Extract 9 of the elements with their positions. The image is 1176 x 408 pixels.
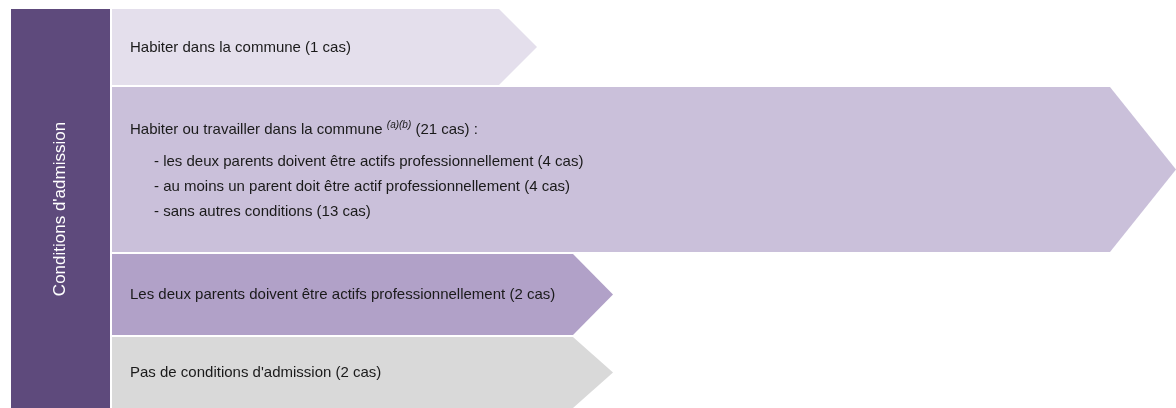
condition-text: Habiter dans la commune (1 cas) bbox=[130, 37, 352, 57]
condition-text: Les deux parents doivent être actifs professionnellement (2 cas) bbox=[130, 285, 557, 304]
condition-text: Habiter ou travailler dans la commune $^{(a)(b)}$ (21 cas) : bbox=[130, 118, 479, 139]
side-header-bar bbox=[11, 9, 110, 408]
condition-text: Pas de conditions d'admission (2 cas) bbox=[130, 363, 383, 382]
condition-text: - les deux parents doivent être actifs professionnellement (4 cas) bbox=[154, 152, 585, 171]
condition-text: - sans autres conditions (13 cas) bbox=[154, 201, 372, 221]
side-header-text: Conditions d'admission bbox=[50, 121, 71, 296]
condition-text: - au moins un parent doit être actif professionnellement (4 cas) bbox=[154, 177, 572, 196]
